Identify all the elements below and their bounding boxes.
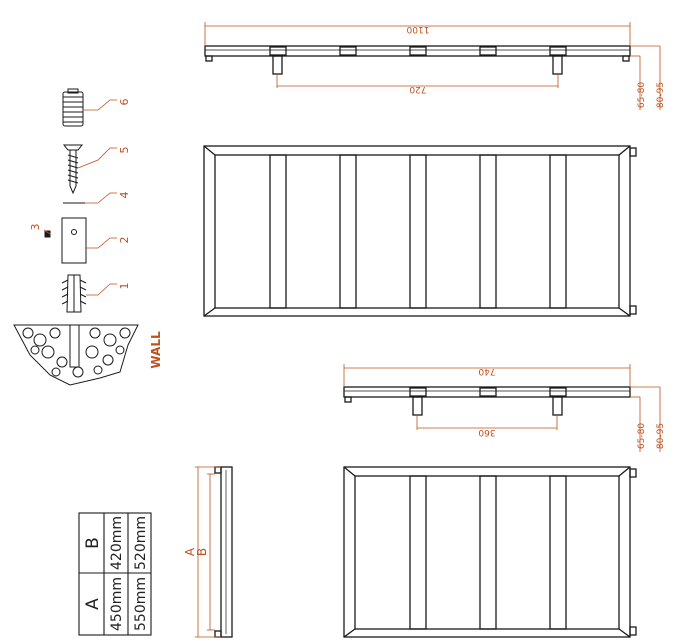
bar-stub [549, 387, 567, 397]
wall-plug-icon [61, 274, 87, 313]
side-profile [220, 466, 233, 638]
dim-large-width: 1100 [406, 24, 429, 34]
side-label-a: A [183, 547, 197, 556]
callout-5: 5 [118, 147, 131, 154]
vertical-bar [549, 475, 567, 630]
table-cell: 550mm [133, 577, 149, 631]
bar-stub [479, 387, 497, 397]
small-radiator-top-view [343, 386, 631, 416]
vertical-bar [339, 154, 357, 309]
bar-stub [339, 46, 357, 56]
dim-small-width: 740 [478, 366, 495, 376]
callout-4: 4 [118, 192, 131, 199]
callout-6: 6 [118, 99, 131, 106]
table-header-b: B [83, 537, 103, 549]
table-cell: 450mm [109, 577, 125, 631]
dim-depth-wall-gap-small: 65-80 [637, 423, 647, 449]
bar-stub [479, 46, 497, 56]
valve-stub [205, 55, 213, 62]
vertical-bar [409, 475, 427, 630]
small-inner-frame [354, 475, 620, 630]
wall-label: WALL [149, 331, 163, 369]
vertical-bar [409, 154, 427, 309]
wall-bracket [272, 55, 283, 75]
size-table [78, 512, 152, 636]
large-top-rail [204, 45, 631, 57]
valve-cap [629, 147, 637, 157]
small-radiator-front-view [343, 466, 637, 638]
vertical-bar [479, 154, 497, 309]
mounting-plate-icon [61, 217, 87, 264]
table-cell: 520mm [133, 516, 149, 570]
dim-small-centres: 360 [478, 427, 495, 437]
valve-cap [629, 468, 637, 478]
wall-bracket [552, 396, 563, 416]
valve-cap [629, 305, 637, 315]
valve-cap [629, 626, 637, 636]
wall-bracket [412, 396, 423, 416]
wall-section [13, 324, 139, 386]
dim-depth-total-small: 80-95 [656, 423, 666, 449]
vertical-bar [479, 475, 497, 630]
vertical-bar [269, 154, 287, 309]
large-dimension-lines [204, 22, 661, 110]
small-dimension-lines [343, 364, 661, 452]
table-cell: 420mm [109, 516, 125, 570]
dim-depth-wall-gap: 65-80 [637, 82, 647, 108]
cover-cap-icon [62, 88, 84, 127]
bar-stub [409, 387, 427, 397]
bar-stub [269, 46, 287, 56]
side-label-b: B [195, 548, 209, 556]
dim-large-centres: 720 [409, 84, 426, 94]
large-outer-frame [203, 145, 631, 317]
wall-bracket [552, 55, 563, 75]
large-inner-frame [214, 154, 620, 309]
bar-stub [409, 46, 427, 56]
large-radiator-front-view [203, 145, 637, 317]
callout-2: 2 [118, 237, 131, 244]
vertical-bar [549, 154, 567, 309]
callout-1: 1 [118, 283, 131, 290]
side-view [214, 466, 233, 638]
table-header-a: A [83, 598, 103, 610]
valve-stub [344, 396, 352, 403]
valve-stub [622, 55, 630, 62]
callout-3: 3 [29, 224, 42, 231]
small-top-rail [343, 386, 631, 398]
dim-depth-total: 80-95 [656, 82, 666, 108]
screw-icon [62, 144, 84, 195]
large-radiator-top-view [204, 45, 631, 75]
bar-stub [549, 46, 567, 56]
small-outer-frame [343, 466, 631, 638]
side-dimension-lines [195, 466, 221, 638]
callout-leaders [43, 99, 117, 296]
